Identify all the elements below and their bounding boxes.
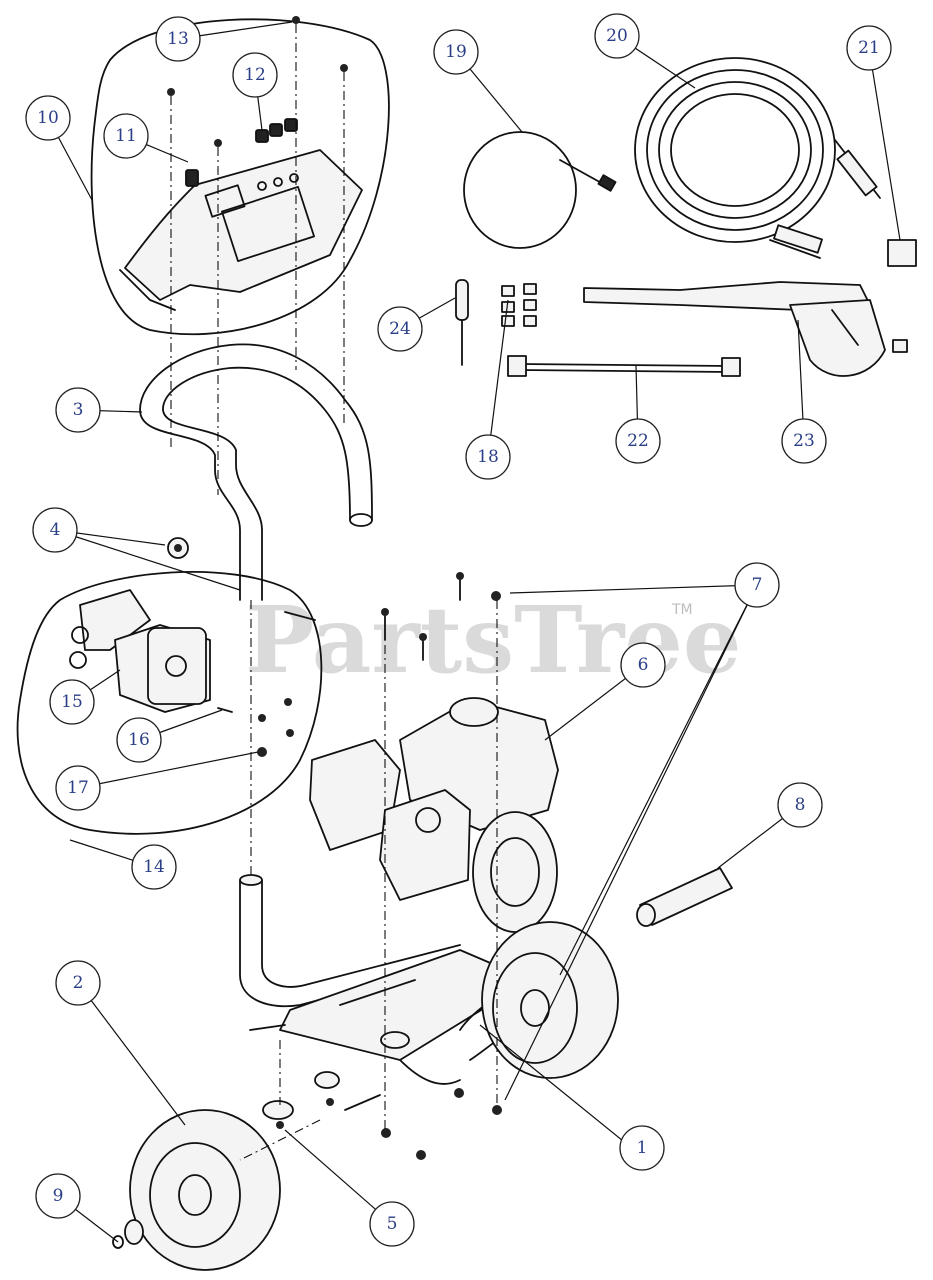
- callout-8: 8: [777, 782, 823, 828]
- callout-16: 16: [116, 717, 162, 763]
- left-wheel: [129, 1109, 281, 1271]
- callout-2: 2: [55, 960, 101, 1006]
- leader-lines: [47, 21, 901, 1243]
- pump-group-outline: [16, 571, 323, 835]
- callout-label: 20: [606, 26, 628, 46]
- callout-label: 16: [128, 730, 150, 750]
- callout-18: 18: [465, 434, 511, 480]
- callout-10: 10: [25, 95, 71, 141]
- adjustment-knob: [167, 537, 189, 559]
- right-wheel: [481, 921, 619, 1079]
- callout-label: 18: [477, 447, 499, 467]
- callout-17: 17: [55, 765, 101, 811]
- nut: [381, 1128, 391, 1138]
- callout-11: 11: [103, 113, 149, 159]
- rubber-foot: [262, 1071, 340, 1129]
- washer: [112, 1219, 144, 1249]
- callout-label: 6: [638, 655, 649, 675]
- callout-3: 3: [55, 387, 101, 433]
- spray-gun: [583, 281, 908, 377]
- callout-label: 4: [50, 520, 61, 540]
- callout-label: 10: [37, 108, 59, 128]
- nut: [416, 1150, 426, 1160]
- axle: [344, 1094, 381, 1111]
- spray-wand: [507, 355, 741, 377]
- callout-label: 15: [61, 692, 83, 712]
- quick-coupler: [887, 239, 917, 267]
- callout-13: 13: [155, 16, 201, 62]
- long-hose: [634, 57, 881, 259]
- engine: [309, 697, 559, 933]
- callout-6: 6: [620, 642, 666, 688]
- callout-1: 1: [619, 1125, 665, 1171]
- callout-label: 23: [793, 431, 815, 451]
- callout-label: 21: [858, 38, 880, 58]
- callout-20: 20: [594, 13, 640, 59]
- nut: [454, 1088, 464, 1098]
- pump-screws: [217, 698, 294, 757]
- short-hose: [463, 131, 617, 249]
- nozzle-tips: [501, 283, 537, 327]
- callout-12: 12: [232, 52, 278, 98]
- panel-knobs: [185, 118, 298, 187]
- callout-19: 19: [433, 29, 479, 75]
- handle-frame: [139, 343, 373, 601]
- callout-4: 4: [32, 507, 78, 553]
- callout-14: 14: [131, 844, 177, 890]
- callout-label: 1: [637, 1138, 648, 1158]
- callout-label: 22: [627, 431, 649, 451]
- cleanout-tool: [455, 279, 469, 366]
- callout-label: 3: [73, 400, 84, 420]
- callout-9: 9: [35, 1173, 81, 1219]
- callout-label: 11: [115, 126, 137, 146]
- callout-label: 19: [445, 42, 467, 62]
- engine-bolts: [381, 572, 501, 661]
- callout-23: 23: [781, 418, 827, 464]
- callout-label: 7: [752, 575, 763, 595]
- callout-label: 17: [67, 778, 89, 798]
- panel-screws: [167, 16, 348, 147]
- callout-15: 15: [49, 679, 95, 725]
- control-panel: [119, 149, 363, 311]
- pump-assembly: [69, 589, 211, 713]
- callout-7: 7: [734, 562, 780, 608]
- callout-label: 14: [143, 857, 165, 877]
- watermark-tm: TM: [671, 602, 693, 618]
- callout-21: 21: [846, 25, 892, 71]
- callout-label: 2: [73, 973, 84, 993]
- callout-label: 8: [795, 795, 806, 815]
- callout-label: 9: [53, 1186, 64, 1206]
- callout-label: 13: [167, 29, 189, 49]
- callout-5: 5: [369, 1201, 415, 1247]
- callout-label: 5: [387, 1214, 398, 1234]
- nut: [492, 1105, 502, 1115]
- callout-label: 24: [389, 319, 411, 339]
- callout-24: 24: [377, 306, 423, 352]
- handle-bolt: [284, 611, 316, 621]
- callout-22: 22: [615, 418, 661, 464]
- handle-grip: [636, 867, 733, 927]
- callout-label: 12: [244, 65, 266, 85]
- main-frame: [239, 874, 592, 1085]
